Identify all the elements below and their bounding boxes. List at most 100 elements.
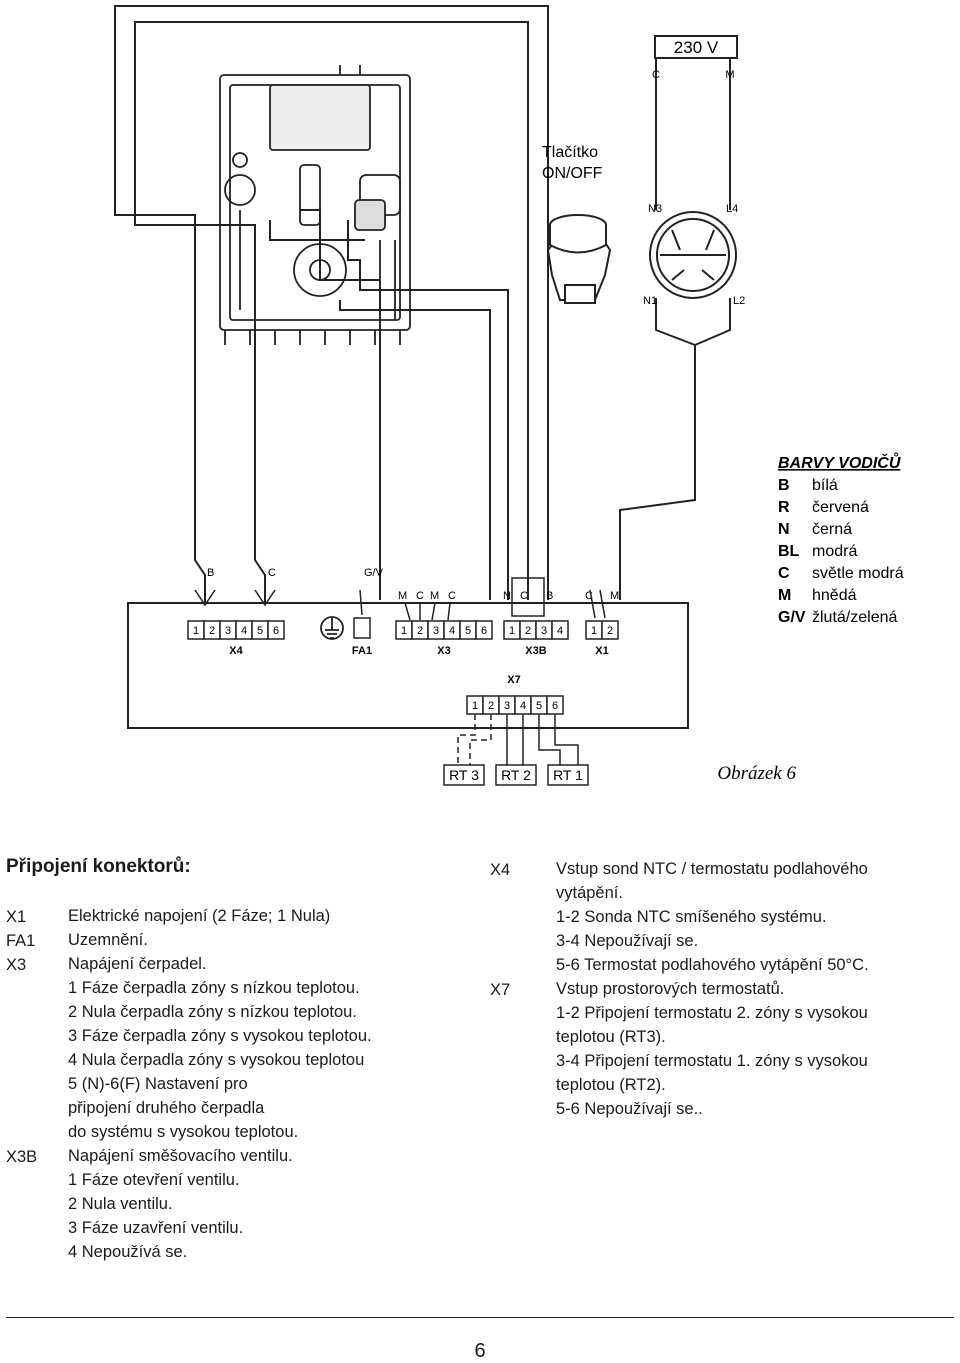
legend-line: 3-4 Připojení termostatu 1. zóny s vysok… [556,1052,868,1070]
wire-label: C [585,590,593,602]
motor-label-n1: N1 [643,295,657,307]
thermostat-label: RT 1 [553,767,583,783]
connector-label: FA1 [352,645,372,657]
pin-label: 1 [193,625,199,637]
wire-color-name: černá [812,521,852,538]
pin-label: 3 [541,625,547,637]
pin-label: 1 [591,625,597,637]
wire-color-name: světle modrá [812,565,904,582]
legend-line: teplotou (RT2). [556,1076,666,1094]
wire-color-code: BL [778,543,800,560]
wire-label: C [416,590,424,602]
pin-label: 5 [536,700,542,712]
wire-color-name: žlutá/zelená [812,609,897,626]
pin-label: 1 [472,700,478,712]
pin-label: 4 [557,625,563,637]
legend-line: 3-4 Nepoužívají se. [556,932,699,950]
pin-label: 2 [525,625,531,637]
pin-label: 3 [433,625,439,637]
legend-line: Elektrické napojení (2 Fáze; 1 Nula) [68,907,331,925]
fa1-terminal [353,617,371,639]
legend-line: 3 Fáze uzavření ventilu. [68,1219,244,1237]
motor-label-m: M [725,69,734,81]
connector-label: X4 [229,645,243,657]
wire-colors-list: B bílá R červená N černá BL modrá C svět… [778,477,904,626]
connector-label: X7 [507,674,520,686]
motor-label-l4: L4 [726,203,738,215]
footer-divider [6,1317,954,1318]
motor-label-c: C [652,69,660,81]
wire-label: B [546,590,553,602]
legend-code: X1 [6,908,27,926]
legend-line: do systému s vysokou teplotou. [68,1123,299,1141]
connector-label: X3 [437,645,450,657]
thermostat-rt3 [443,764,485,786]
legend-line: Napájení směšovacího ventilu. [68,1147,293,1165]
wire-inner-3 [300,209,381,600]
legend-line: 4 Nula čerpadla zóny s vysokou teplotou [68,1051,365,1069]
legend-line: teplotou (RT3). [556,1028,666,1046]
wire-label: M [430,590,439,602]
pin-label: 4 [449,625,455,637]
wire-label: B [207,567,214,579]
pin-label: 6 [273,625,279,637]
pin-label: 2 [488,700,494,712]
legend-line: 1-2 Sonda NTC smíšeného systému. [556,908,827,926]
wire-color-name: modrá [812,543,857,560]
pin-label: 5 [257,625,263,637]
connector-x3b: 1 2 3 4 X3B [503,620,569,657]
legend-line: 1 Fáze otevření ventilu. [68,1171,240,1189]
pin-label: 6 [481,625,487,637]
wire-color-code: C [778,565,790,582]
motor-label-l2: L2 [733,295,745,307]
boiler-drawing [219,65,411,345]
wire-label: N [503,590,511,602]
wire-color-code: N [778,521,790,538]
legend-code: X3 [6,956,27,974]
legend-line: 5-6 Termostat podlahového vytápění 50°C. [556,956,869,974]
wire-color-name: červená [812,499,869,516]
legend-line: 2 Nula ventilu. [68,1195,173,1213]
legend-code: X4 [490,861,511,879]
wire-inner-1 [347,220,509,600]
motor-label-n3: N3 [648,203,662,215]
wire-label: G/V [364,567,384,579]
legend-line: Vstup sond NTC / termostatu podlahového [556,860,868,878]
page-number: 6 [474,1340,486,1362]
legend-code: X7 [490,981,511,999]
legend-line: 1 Fáze čerpadla zóny s nízkou teplotou. [68,979,360,997]
pin-label: 5 [465,625,471,637]
pin-label: 2 [607,625,613,637]
wiring-diagram: Tlačítko ON/OFF 230 V C M N3 L4 N1 L2 BA… [114,5,904,786]
wire-label: M [610,590,619,602]
valve-motor-icon [649,211,737,299]
connector-label: X1 [595,645,608,657]
pin-label: 2 [417,625,423,637]
legend-line: vytápění. [556,884,623,902]
pin-label: 2 [209,625,215,637]
connector-x4: 1 2 3 4 5 6 X4 [187,620,285,657]
motor-wire-out [619,298,731,600]
legend-line: 5 (N)-6(F) Nastavení pro [68,1075,248,1093]
wire-colors-title: BARVY VODIČŮ [778,452,901,472]
wire-label: C [268,567,276,579]
wire-color-name: bílá [812,477,838,494]
pin-label: 3 [225,625,231,637]
ground-icon [320,616,344,640]
legend-line: Uzemnění. [68,931,148,949]
on-off-button-icon [546,214,612,304]
legend-title: Připojení konektorů: [6,856,191,877]
thermostat-rt2 [495,764,537,786]
button-label-1: Tlačítko [542,144,598,161]
connector-label: X3B [525,645,546,657]
thermostat-label: RT 3 [449,767,479,783]
pin-label: 1 [401,625,407,637]
voltage-box [654,35,738,59]
legend-line: 2 Nula čerpadla zóny s nízkou teplotou. [68,1003,357,1021]
pin-label: 4 [520,700,526,712]
legend-line: 3 Fáze čerpadla zóny s vysokou teplotou. [68,1027,372,1045]
legend-code: X3B [6,1148,38,1166]
button-label-2: ON/OFF [542,165,603,182]
wire-color-code: G/V [778,609,806,626]
legend-line: 5-6 Nepoužívají se.. [556,1100,703,1118]
